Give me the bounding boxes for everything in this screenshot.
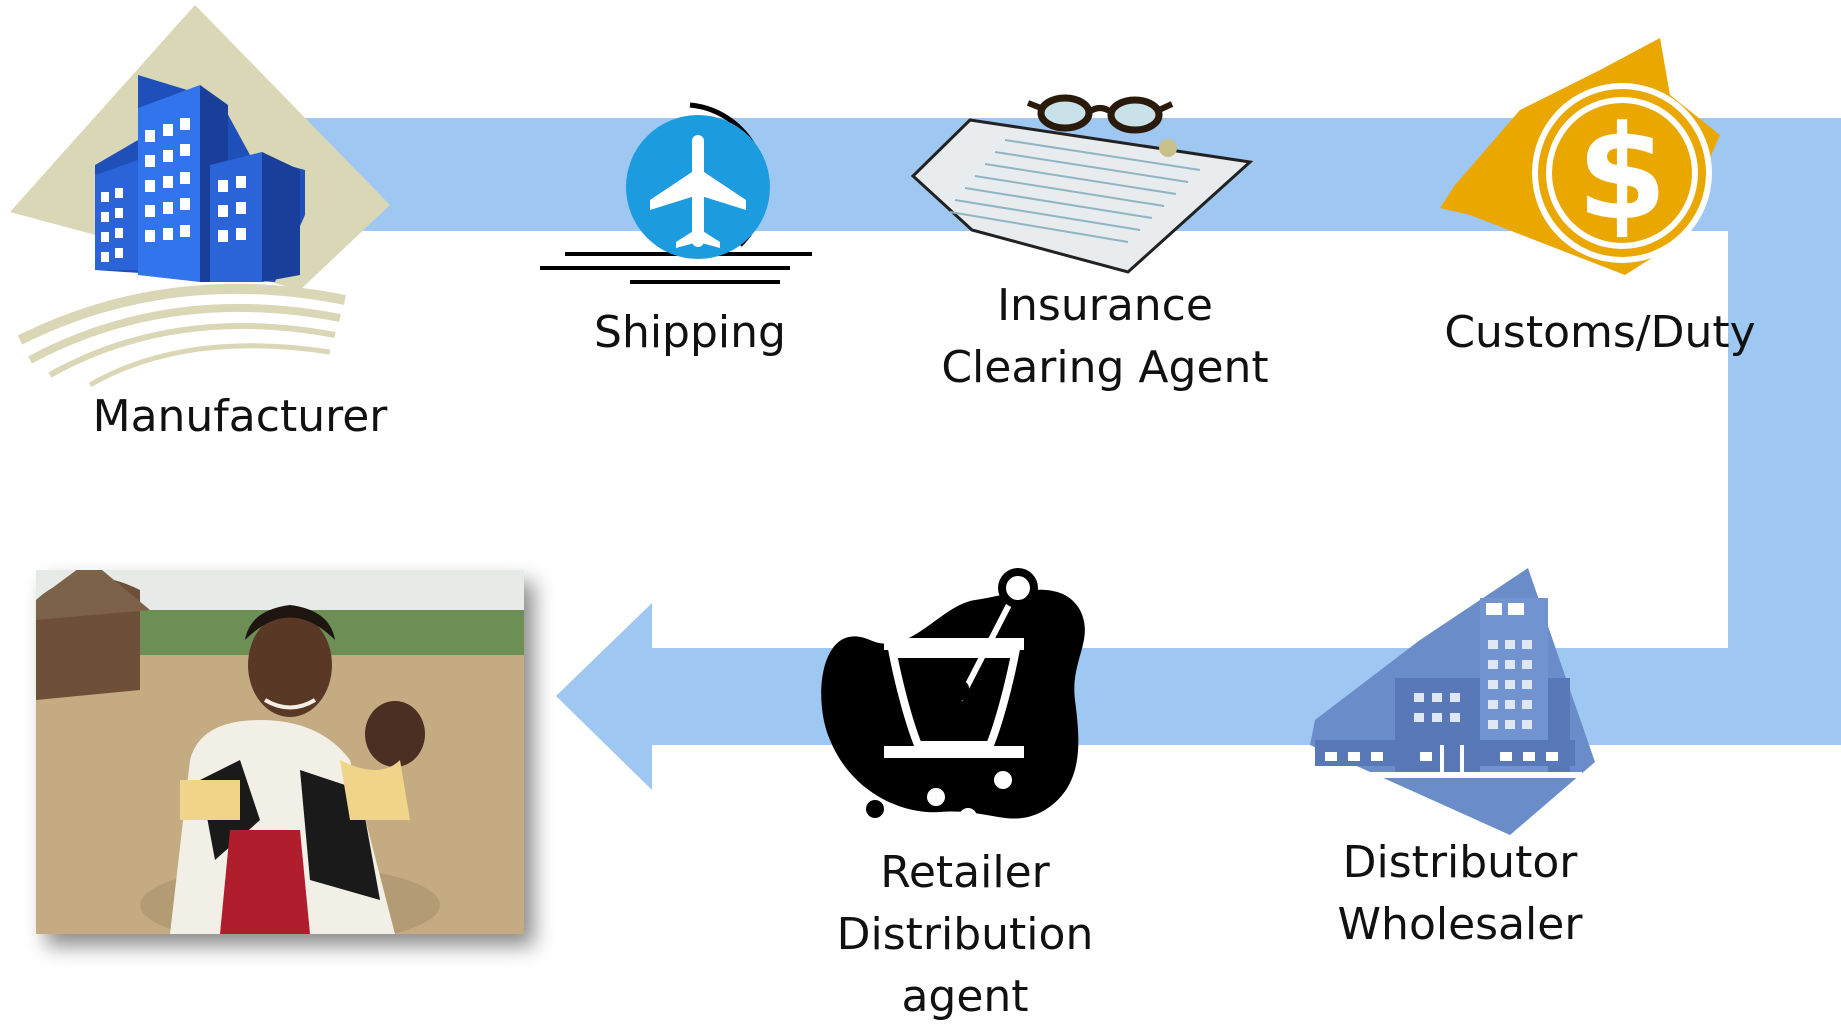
factory-buildings-icon	[10, 5, 390, 388]
retailer-node: Retailer Distribution agent	[805, 842, 1125, 1028]
retailer-label-line3: agent	[901, 971, 1029, 1022]
insurance-label-line1: Insurance	[997, 280, 1213, 331]
flow-arrowhead	[556, 603, 652, 790]
dollar-eye-icon: $	[1440, 38, 1720, 275]
airplane-icon	[540, 102, 812, 284]
shipping-label: Shipping	[594, 307, 786, 358]
customs-label: Customs/Duty	[1444, 307, 1756, 358]
shipping-node: Shipping	[560, 302, 820, 364]
document-with-glasses-icon	[910, 94, 1254, 274]
distributor-label-line2: Wholesaler	[1337, 899, 1583, 950]
svg-text:$: $	[1577, 97, 1667, 249]
retailer-label-line2: Distribution	[836, 909, 1094, 960]
svg-text:x: x	[961, 699, 987, 745]
flow-arrow-right-band	[1728, 118, 1841, 745]
retailer-label-line1: Retailer	[880, 847, 1050, 898]
distributor-label-line1: Distributor	[1342, 837, 1578, 888]
insurance-node: Insurance Clearing Agent	[930, 275, 1280, 399]
svg-text:R: R	[932, 669, 975, 734]
distributor-node: Distributor Wholesaler	[1300, 832, 1620, 956]
rx-mortar-pestle-icon: R x	[821, 568, 1085, 826]
manufacturer-label: Manufacturer	[92, 391, 388, 442]
photo-mother-with-child	[36, 570, 524, 934]
insurance-label-line2: Clearing Agent	[941, 342, 1269, 393]
manufacturer-node: Manufacturer	[80, 386, 400, 448]
office-building-icon	[1310, 568, 1595, 835]
customs-node: Customs/Duty	[1440, 302, 1760, 364]
